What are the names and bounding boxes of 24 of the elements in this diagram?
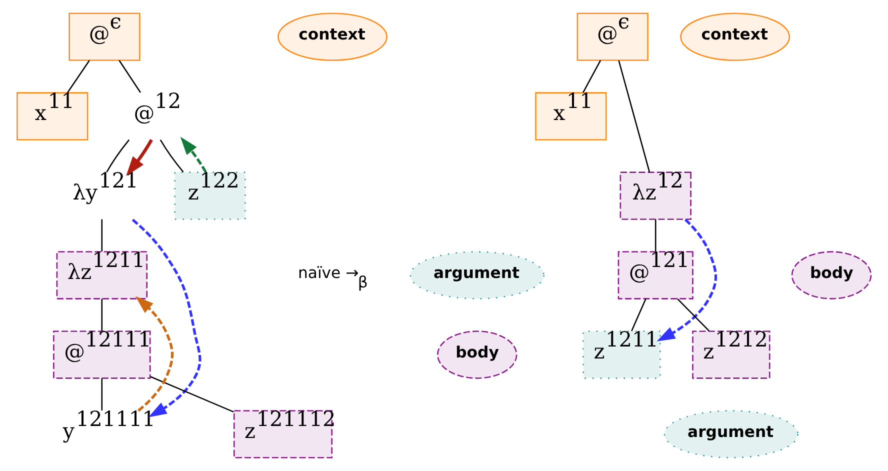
node-ellipse: context [278,12,388,61]
connector [101,298,103,331]
node-ellipse: body [791,251,872,300]
connector [106,139,130,172]
node-ellipse: argument [664,410,799,458]
connector [118,60,142,93]
arrow [132,218,202,418]
arrow [656,218,718,342]
connector [101,378,103,410]
connector [160,140,184,172]
connector [67,60,90,93]
arrow [126,139,153,176]
connector [582,60,602,93]
node-ellipse: context [680,12,790,61]
arrow [135,296,174,412]
connector [677,298,710,332]
connector [631,298,646,332]
connector [101,219,103,252]
connector [654,219,656,252]
node-ellipse: argument [410,251,544,300]
node-ellipse: body [436,330,518,379]
connector [150,376,234,413]
connector [618,60,650,172]
arrow [180,136,207,173]
